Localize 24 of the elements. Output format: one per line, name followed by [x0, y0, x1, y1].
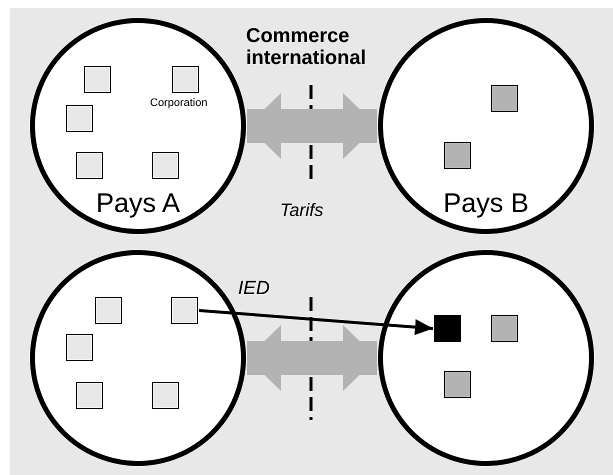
country-label: Pays A — [94, 189, 182, 219]
company-square — [444, 371, 471, 398]
company-square — [66, 334, 93, 361]
company-square — [76, 382, 103, 409]
company-caption: Corporation — [150, 97, 208, 110]
company-square — [434, 315, 461, 342]
company-square — [95, 297, 122, 324]
trade-arrow — [247, 93, 377, 159]
country-label: Pays B — [442, 189, 530, 219]
company-square — [76, 152, 103, 179]
heading-label: Commerce international — [246, 25, 368, 69]
company-square — [491, 315, 518, 342]
company-square — [491, 85, 518, 112]
company-square — [66, 105, 93, 132]
company-square — [172, 66, 199, 93]
trade-arrow — [247, 325, 377, 391]
edge-label: IED — [238, 279, 270, 300]
arrow — [198, 309, 434, 336]
company-square — [152, 152, 179, 179]
company-square — [84, 66, 111, 93]
company-square — [152, 382, 179, 409]
tariff-label: Tarifs — [280, 201, 324, 221]
company-square — [444, 142, 471, 169]
company-square — [171, 297, 198, 324]
